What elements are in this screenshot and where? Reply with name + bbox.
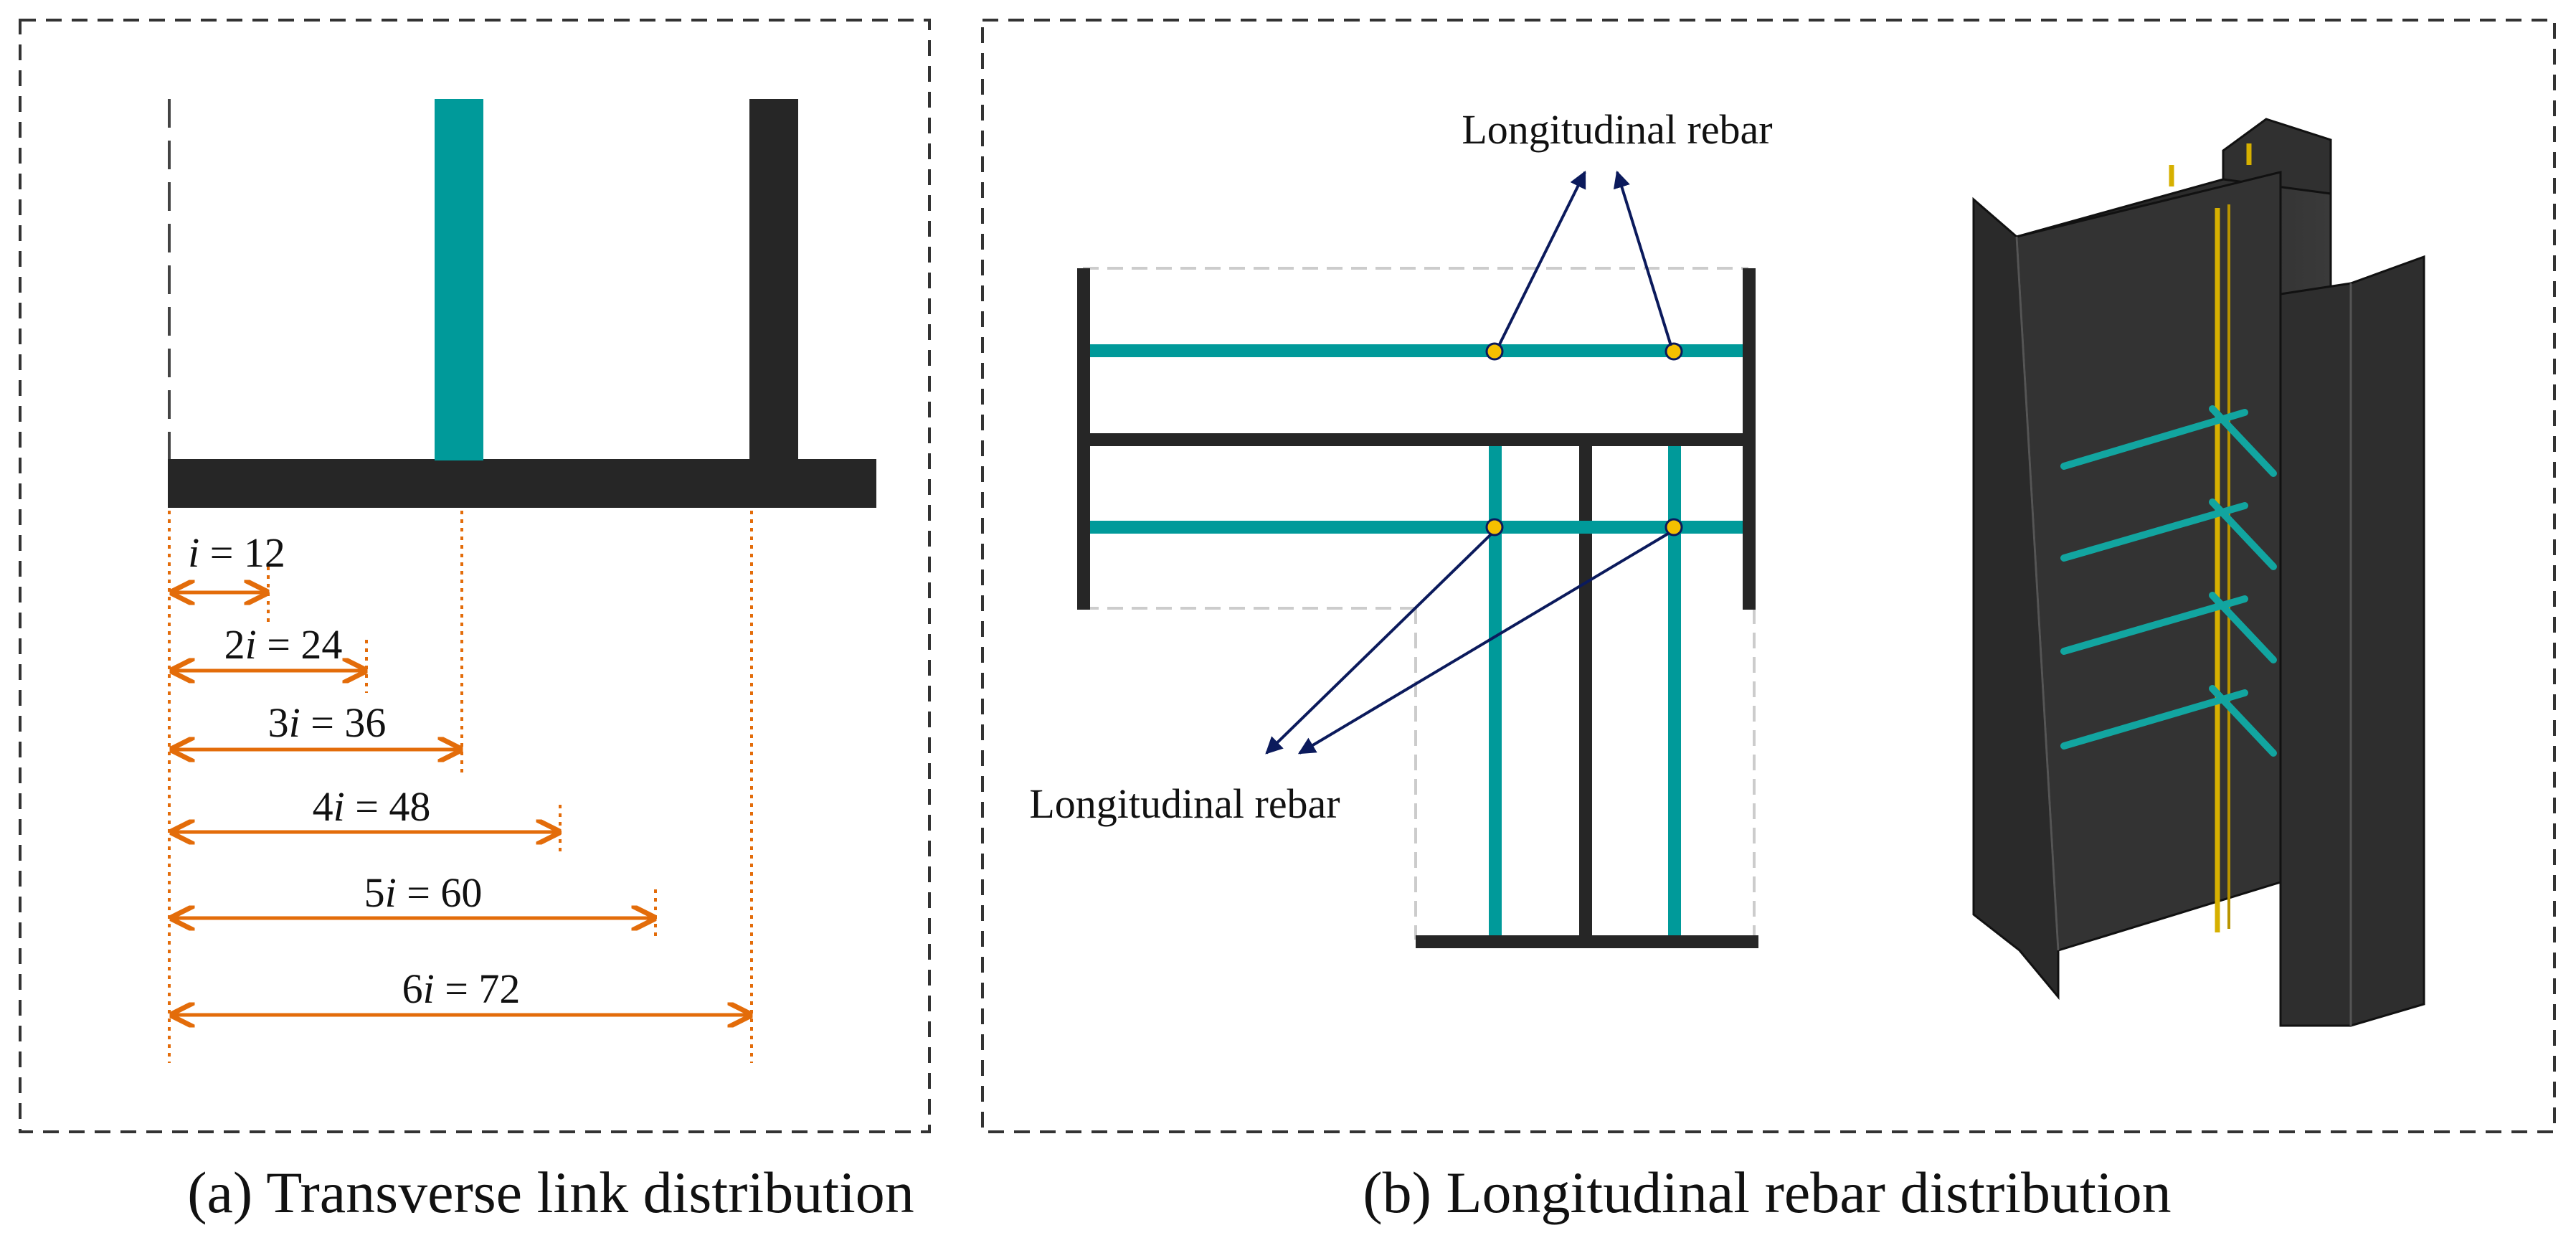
dim-label-3: 3i = 36 — [268, 699, 387, 746]
steel-section — [1077, 268, 1758, 948]
dim-label-2: 2i = 24 — [224, 621, 343, 668]
dimension-arrows — [172, 592, 750, 1015]
link-horizontal-top — [1090, 344, 1743, 357]
steel-web — [749, 99, 798, 460]
panel-a: i = 12 2i = 24 3i = 36 4i = 48 5i = 60 6… — [19, 19, 931, 1133]
transverse-link — [435, 99, 483, 460]
transverse-links-3d — [2060, 405, 2277, 757]
longitudinal-rebars-3d — [2169, 143, 2252, 932]
steel-edge — [2015, 236, 2060, 951]
steel-plate-right — [1743, 268, 1756, 610]
leader-arrow — [1613, 170, 1672, 346]
rebar-dots — [1485, 342, 1683, 537]
link-vertical-right — [1668, 446, 1681, 935]
panel-a-frame — [19, 19, 931, 1133]
steel-flange — [168, 459, 876, 508]
dimension-labels: i = 12 2i = 24 3i = 36 4i = 48 5i = 60 6… — [188, 529, 520, 1012]
dim-label-6: 6i = 72 — [402, 965, 521, 1012]
steel-column-3d — [1972, 118, 2425, 1027]
steel-plate-front — [2015, 171, 2282, 952]
dim-label-1: i = 12 — [188, 529, 285, 576]
rebar-dot — [1665, 518, 1683, 537]
caption-b: (b) Longitudinal rebar distribution — [1363, 1160, 2171, 1225]
caption-a: (a) Transverse link distribution — [187, 1160, 914, 1225]
leader-arrow — [1297, 532, 1670, 755]
link-horizontal-mid — [1090, 521, 1743, 534]
panel-b-frame — [981, 19, 2556, 1133]
transverse-links-2d — [1090, 344, 1743, 935]
label-longitudinal-rebar-bottom: Longitudinal rebar — [1029, 780, 1340, 827]
leader-arrow — [1265, 532, 1493, 755]
rebar-dot — [1485, 342, 1504, 361]
link-vertical-left — [1489, 446, 1502, 935]
leader-arrow — [1497, 170, 1586, 346]
rebar-dot — [1485, 518, 1504, 537]
concrete-outline — [1083, 267, 1756, 940]
label-longitudinal-rebar-top: Longitudinal rebar — [1462, 106, 1772, 153]
rebar-dot — [1665, 342, 1683, 361]
dim-label-5: 5i = 60 — [364, 869, 483, 916]
leader-arrows — [1265, 170, 1672, 755]
steel-plate-bottom — [1416, 935, 1758, 948]
steel-plate-web — [1579, 439, 1592, 944]
steel-plate-horizontal — [1083, 433, 1748, 446]
panel-b: Longitudinal rebar Longitudinal rebar — [981, 19, 2556, 1133]
dim-label-4: 4i = 48 — [313, 783, 431, 830]
steel-plate-flange-right — [2279, 255, 2425, 1027]
